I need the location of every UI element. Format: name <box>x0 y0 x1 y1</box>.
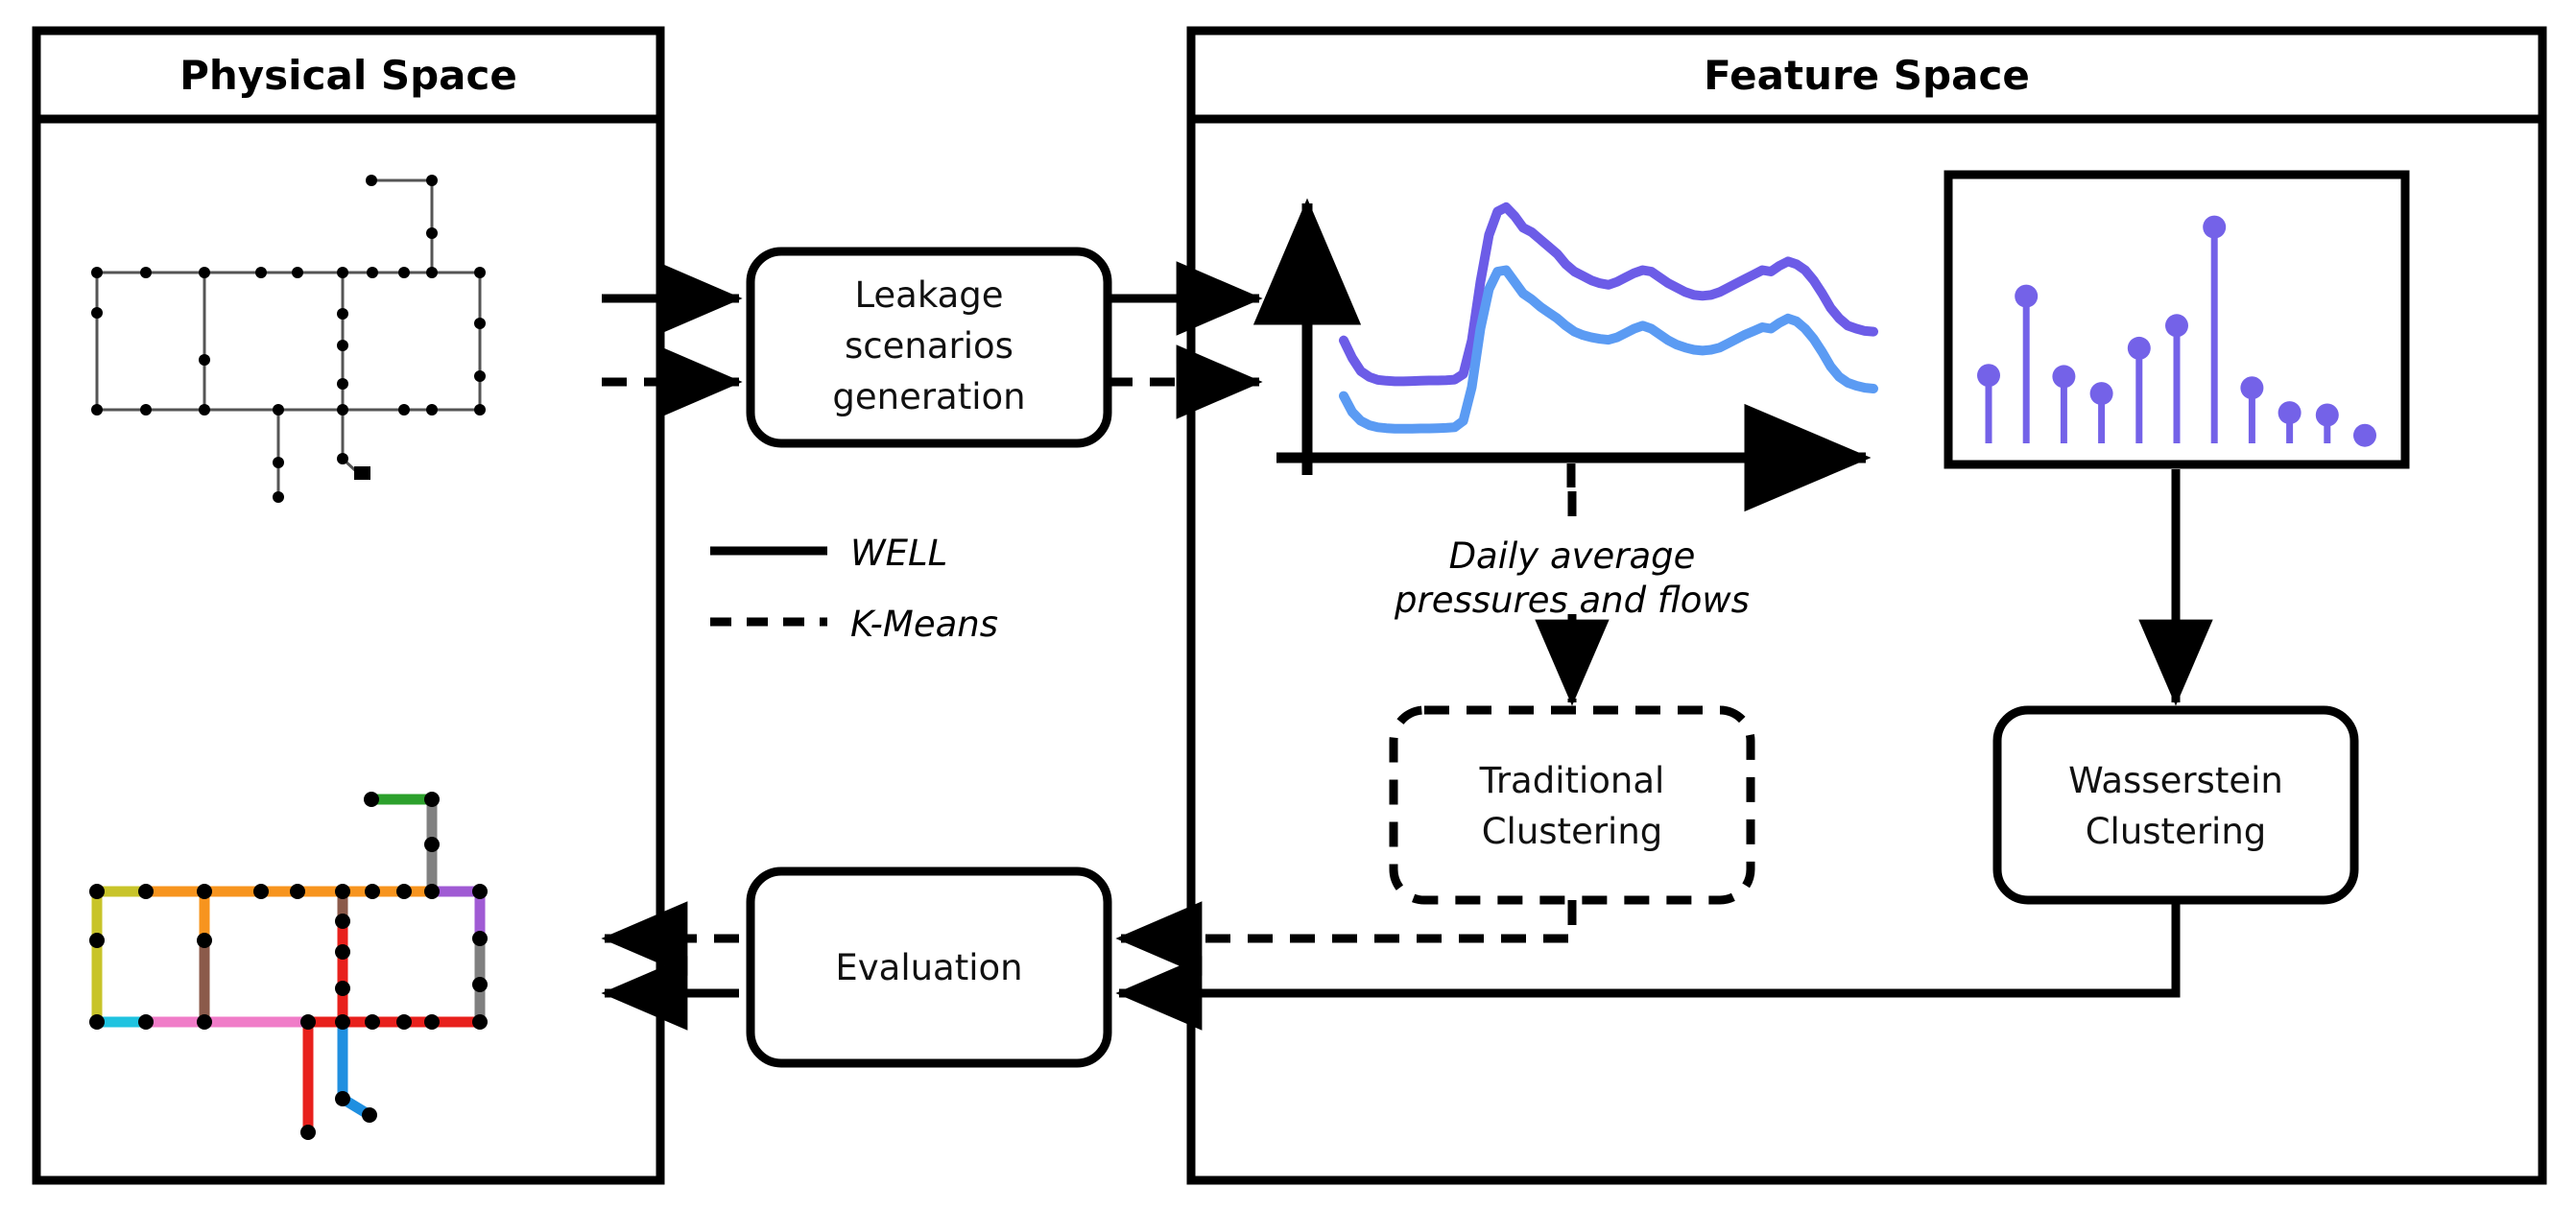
box-evaluation[interactable]: Evaluation <box>746 867 1112 1068</box>
box-leakage-shape[interactable] <box>746 247 1112 448</box>
timeseries-series-flow-blue <box>1339 265 1878 434</box>
stem-marker <box>2203 215 2227 239</box>
stem-marker <box>1977 364 2000 388</box>
stem-marker <box>2015 284 2039 308</box>
box-traditional-clustering[interactable]: Traditional Clustering <box>1389 705 1755 905</box>
annotation-line-1: Daily average <box>1449 535 1696 577</box>
stem-marker <box>2278 401 2302 425</box>
stem-marker <box>2165 314 2188 338</box>
box-leakage[interactable]: Leakage scenarios generation <box>746 247 1112 448</box>
panel-feature-space-title: Feature Space <box>1704 52 2030 99</box>
box-leakage-line-2: scenarios <box>845 325 1014 367</box>
stem-marker <box>2052 365 2076 389</box>
box-wasserstein-clustering-line-2: Clustering <box>2086 811 2267 852</box>
box-traditional-clustering-line-2: Clustering <box>1482 811 1663 852</box>
box-traditional-clustering-line-1: Traditional <box>1479 760 1665 801</box>
legend-label-kmeans: K-Means <box>850 604 998 645</box>
stem-marker <box>2127 336 2151 360</box>
reservoir-icon <box>354 466 370 480</box>
box-wasserstein-clustering[interactable]: Wasserstein Clustering <box>1992 705 2359 905</box>
panel-feature-space: Feature Space <box>1186 26 2547 1185</box>
timeseries-series-pressure-purple <box>1339 202 1878 387</box>
stem-plot-stems <box>1977 215 2376 447</box>
annotation-line-2: pressures and flows <box>1394 580 1750 621</box>
legend: WELL K-Means <box>710 533 998 645</box>
stem-marker <box>2353 423 2376 447</box>
stem-marker <box>2315 403 2339 427</box>
arrow-wasserstein-to-evaluation <box>1115 900 2181 1031</box>
panel-physical-space: Physical Space <box>32 26 665 1185</box>
network-plain-nodes <box>91 175 486 503</box>
stem-marker <box>2240 376 2264 400</box>
box-evaluation-shape[interactable] <box>746 867 1112 1068</box>
panel-physical-space-body <box>32 114 665 1185</box>
arrow-traditional-to-evaluation <box>1115 900 1577 976</box>
box-traditional-clustering-shape[interactable] <box>1389 705 1755 905</box>
chart-timeseries <box>1252 198 1878 512</box>
box-leakage-line-1: Leakage <box>854 274 1003 316</box>
box-evaluation-line-1: Evaluation <box>835 947 1022 988</box>
stem-marker <box>2089 382 2113 406</box>
network-plain <box>95 178 482 497</box>
panel-physical-space-title: Physical Space <box>179 52 517 99</box>
legend-label-well: WELL <box>850 533 947 574</box>
box-wasserstein-clustering-shape[interactable] <box>1992 705 2359 905</box>
network-clustered-nodes <box>89 792 488 1140</box>
box-leakage-line-3: generation <box>832 376 1025 417</box>
box-wasserstein-clustering-line-1: Wasserstein <box>2068 760 2283 801</box>
chart-wasserstein-stem <box>1944 170 2410 469</box>
